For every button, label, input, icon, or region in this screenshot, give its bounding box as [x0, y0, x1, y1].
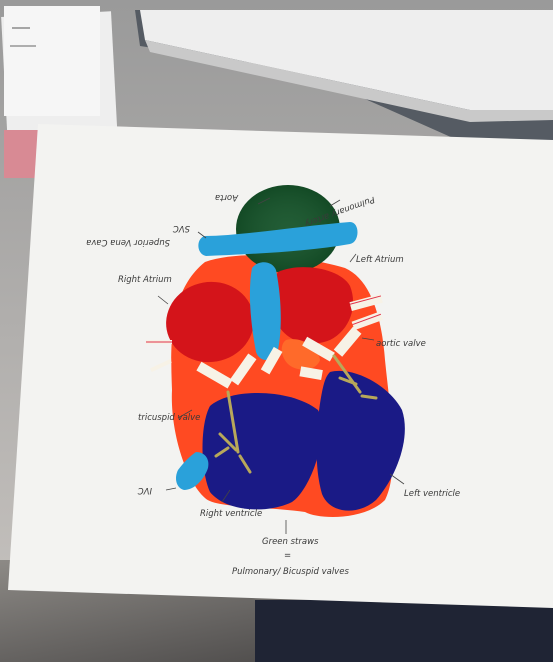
label-left-ventricle: Left ventricle	[404, 489, 460, 499]
pink-object	[4, 130, 40, 178]
label-equals: =	[284, 551, 291, 561]
label-aorta: Aorta	[215, 192, 239, 202]
label-superior-vena-cava: Superior Vena Cava	[86, 237, 170, 247]
label-right-ventricle: Right ventricle	[200, 509, 262, 519]
dark-object-bottom	[255, 600, 553, 662]
label-green-straws: Green straws	[262, 537, 319, 547]
label-svc: SVC	[173, 223, 190, 233]
label-left-atrium: Left Atrium	[356, 255, 404, 265]
label-ivc: IVC	[138, 485, 152, 495]
label-tricuspid-valve: tricuspid valve	[138, 413, 200, 423]
label-aortic-valve: aortic valve	[376, 339, 426, 349]
label-right-atrium: Right Atrium	[118, 275, 172, 285]
label-valves-note: Pulmonary/ Bicuspid valves	[232, 567, 349, 577]
